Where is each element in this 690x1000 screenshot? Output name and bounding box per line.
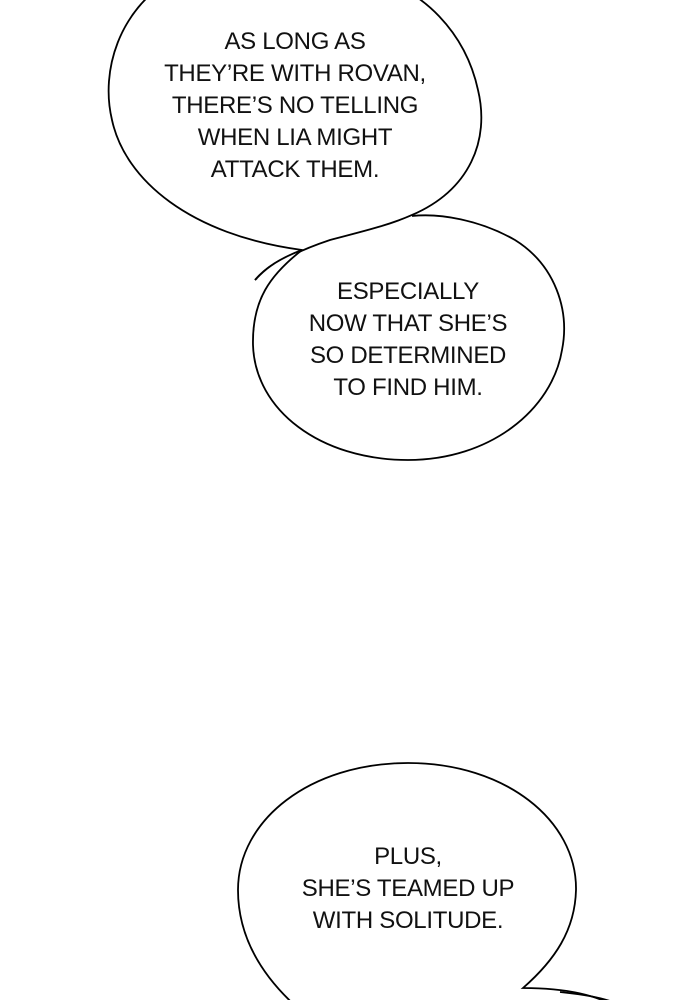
bubble-2-line: NOW THAT SHE’S <box>308 310 508 337</box>
speech-bubble-2-outline <box>252 214 565 461</box>
speech-bubble-3-text: PLUS, SHE’S TEAMED UP WITH SOLITUDE. <box>258 841 558 937</box>
bubble-2-line: SO DETERMINED <box>309 342 507 369</box>
bubble-3-line: SHE’S TEAMED UP <box>301 875 515 902</box>
bubble-3-line: PLUS, <box>374 843 442 870</box>
speech-bubble-3-outline <box>237 762 604 1000</box>
speech-bubble-2-text: ESPECIALLY NOW THAT SHE’S SO DETERMINED … <box>258 276 558 404</box>
bubble-1-line: WHEN LIA MIGHT <box>197 124 393 151</box>
bubble-1-line: AS LONG AS <box>224 28 366 55</box>
bubble-3-line: WITH SOLITUDE. <box>312 907 504 934</box>
bubble-2-line: ESPECIALLY <box>337 278 479 305</box>
speech-bubble-1-text: AS LONG AS THEY’RE WITH ROVAN, THERE’S N… <box>145 26 445 186</box>
bubble-1-line: ATTACK THEM. <box>210 156 380 183</box>
bubble-2-line: TO FIND HIM. <box>333 374 483 401</box>
next-bubble-edge <box>559 991 610 1000</box>
bubble-1-line: THERE’S NO TELLING <box>171 92 419 119</box>
bubble-1-line: THEY’RE WITH ROVAN, <box>164 60 426 87</box>
